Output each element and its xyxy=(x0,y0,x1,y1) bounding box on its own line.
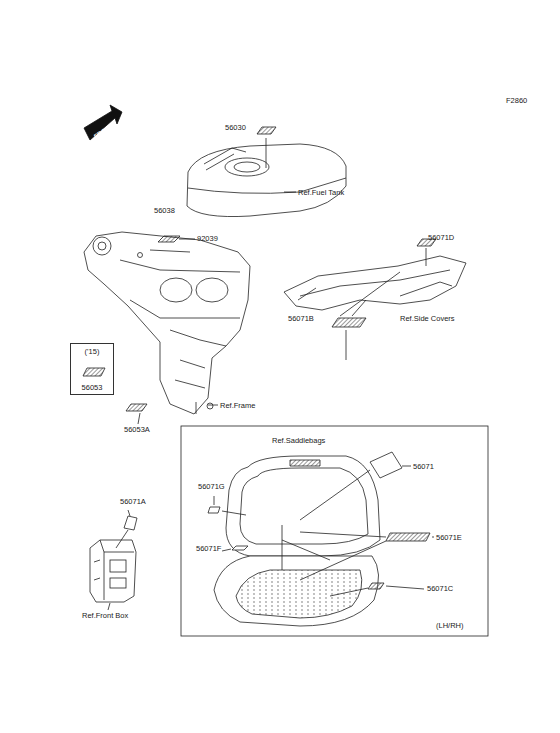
callout-number: 56071E xyxy=(436,533,462,542)
decal xyxy=(232,546,248,550)
view-note: (LH/RH) xyxy=(436,621,464,630)
callout-number: 56038 xyxy=(154,206,175,215)
callout-number: 56071G xyxy=(198,482,225,491)
callout-number: 56053A xyxy=(124,425,150,434)
front-arrow xyxy=(84,105,122,140)
decal xyxy=(126,404,147,411)
callout-number: 56071A xyxy=(120,497,146,506)
front-box xyxy=(90,540,136,602)
callout-number: 92039 xyxy=(197,234,218,243)
part-reference: Ref.Fuel Tank xyxy=(298,188,344,197)
fuel-tank xyxy=(187,138,346,217)
callout-number: 56071D xyxy=(428,233,454,242)
year-box: ('15) 56053 xyxy=(70,343,114,395)
side-covers xyxy=(284,256,466,310)
callout-number: 56071 xyxy=(413,462,434,471)
decal xyxy=(124,516,137,530)
callout-number: 56071B xyxy=(288,314,314,323)
decal xyxy=(370,452,402,478)
decal xyxy=(158,236,180,242)
decal xyxy=(208,507,220,513)
saddlebag xyxy=(214,456,380,626)
part-reference: Ref.Frame xyxy=(220,401,255,410)
decal xyxy=(368,583,384,589)
part-reference: Ref.Front Box xyxy=(82,611,128,620)
decal xyxy=(332,318,366,327)
callout-number: 56071C xyxy=(427,584,453,593)
figure-number: F2860 xyxy=(506,96,527,105)
decal xyxy=(257,127,276,134)
year-note: ('15) xyxy=(71,347,113,356)
view-frame xyxy=(181,426,488,636)
decal xyxy=(386,533,430,541)
callout-number: 56053 xyxy=(71,383,113,392)
frame xyxy=(84,232,250,414)
part-reference: Ref.Side Covers xyxy=(400,314,455,323)
callout-number: 56030 xyxy=(225,123,246,132)
callout-number: 56071F xyxy=(196,544,221,553)
part-reference: Ref.Saddlebags xyxy=(272,436,325,445)
